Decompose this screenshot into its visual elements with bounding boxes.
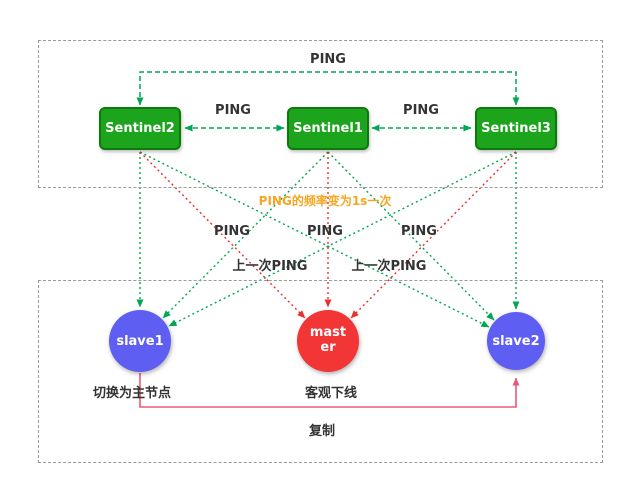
master-label: master bbox=[309, 325, 347, 355]
ping-frequency-note: PING的频率变为1s一次 bbox=[258, 194, 392, 208]
slave2-node: slave2 bbox=[487, 312, 545, 370]
sentinel-panel-border bbox=[38, 40, 603, 188]
sentinel2-box: Sentinel2 bbox=[99, 107, 181, 150]
sentinel3-label: Sentinel3 bbox=[481, 121, 551, 136]
master-offline-note: 客观下线 bbox=[304, 386, 358, 401]
slave1-label: slave1 bbox=[116, 333, 164, 349]
last-ping-label-left: 上一次PING bbox=[232, 259, 308, 274]
ping-label-left: PING bbox=[215, 103, 251, 118]
slave2-label: slave2 bbox=[492, 333, 540, 349]
replication-note: 复制 bbox=[308, 424, 336, 439]
sentinel1-label: Sentinel1 bbox=[293, 121, 363, 136]
node-panel-border bbox=[38, 280, 603, 463]
master-node: master bbox=[297, 310, 359, 372]
sentinel3-box: Sentinel3 bbox=[475, 107, 557, 150]
sentinel1-box: Sentinel1 bbox=[287, 107, 369, 150]
ping-label-mid-right: PING bbox=[401, 224, 437, 239]
ping-label-mid-left: PING bbox=[214, 224, 250, 239]
slave1-promote-note: 切换为主节点 bbox=[92, 386, 172, 401]
slave1-node: slave1 bbox=[109, 310, 171, 372]
ping-label-right: PING bbox=[403, 103, 439, 118]
ping-label-mid-center: PING bbox=[307, 224, 343, 239]
sentinel2-label: Sentinel2 bbox=[105, 121, 175, 136]
ping-label-top: PING bbox=[310, 52, 346, 67]
last-ping-label-right: 上一次PING bbox=[351, 259, 427, 274]
